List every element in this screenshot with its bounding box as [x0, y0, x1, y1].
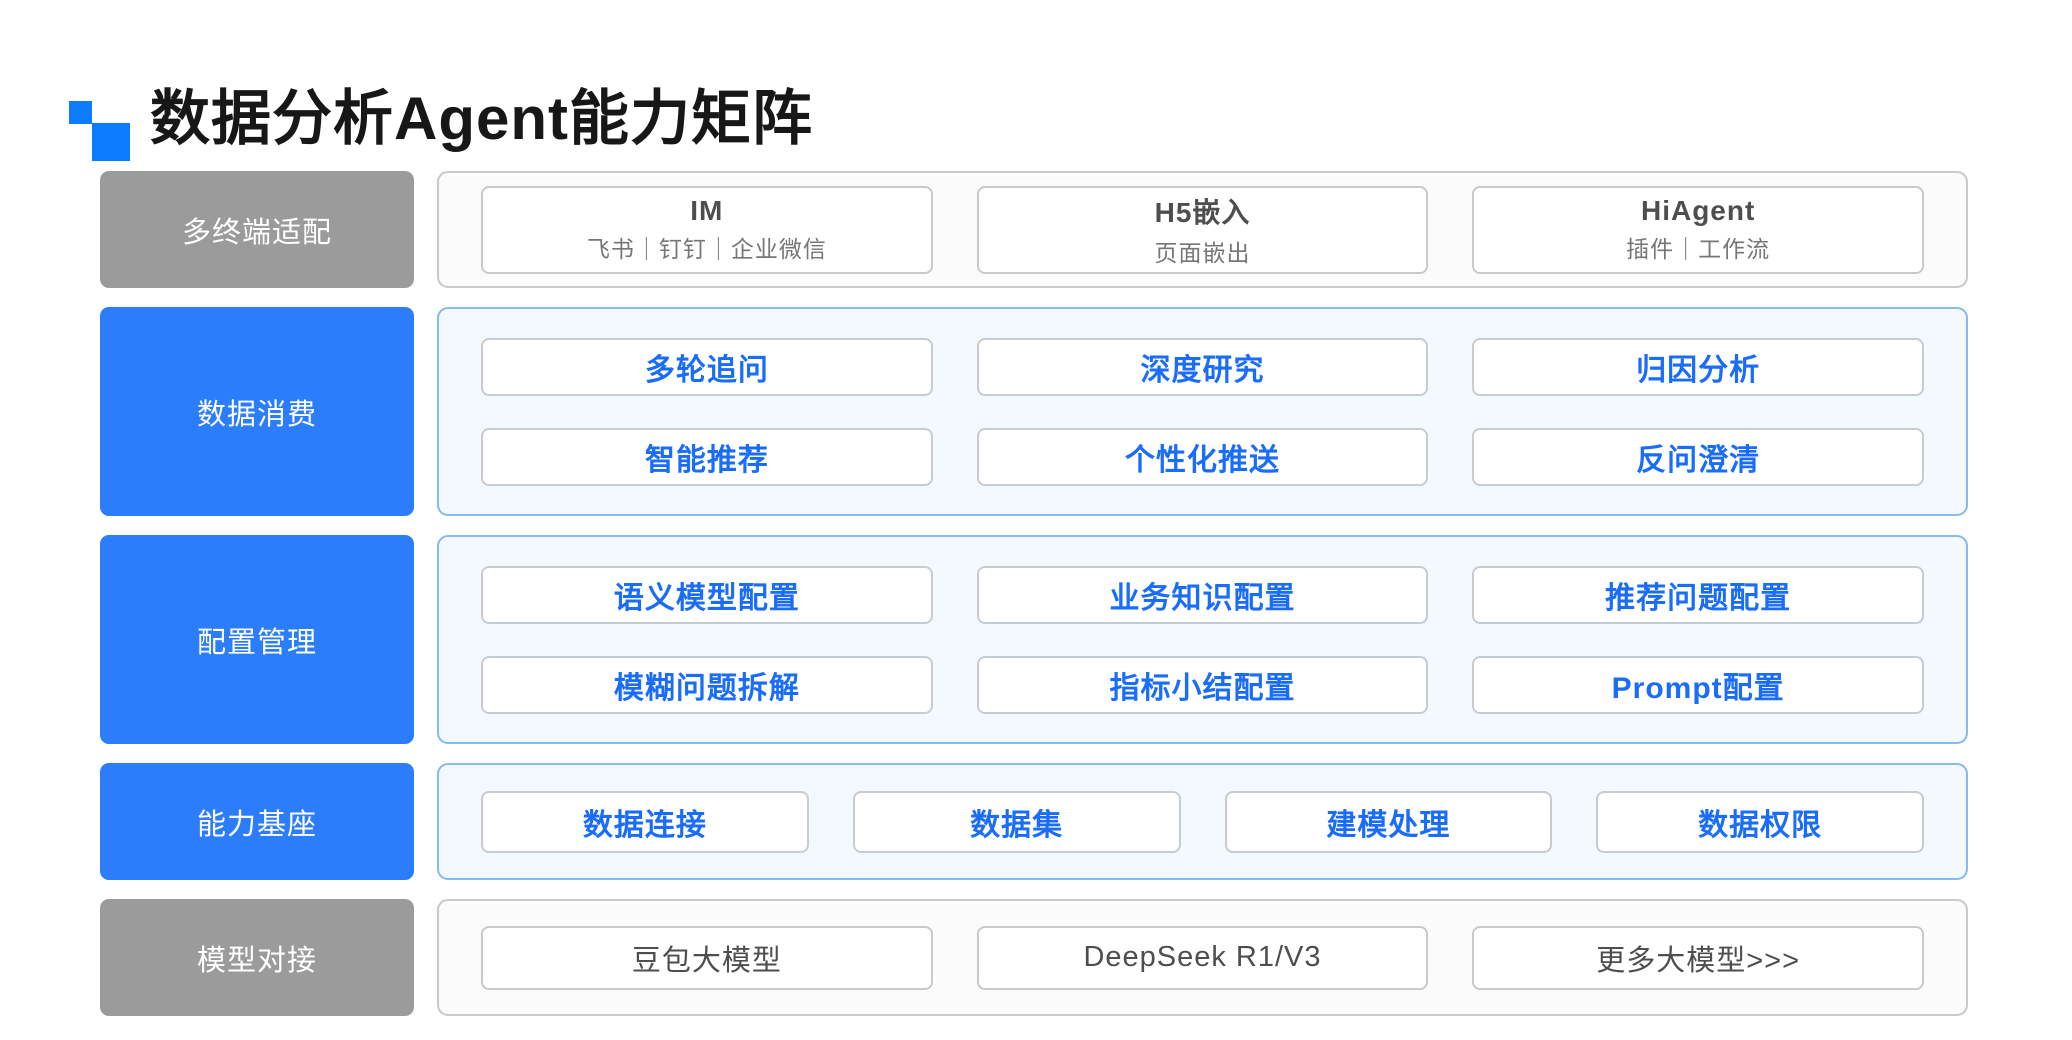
row-panel-config-management: 语义模型配置业务知识配置推荐问题配置模糊问题拆解指标小结配置 Prompt配置: [437, 535, 1968, 744]
row-capability-base: 能力基座 数据连接数据集建模处理数据权限: [100, 763, 1968, 880]
row-panel-model-integration: 豆包大模型 DeepSeek R1/V3 更多大模型>>>: [437, 899, 1968, 1016]
page-title: 数据分析Agent能力矩阵: [150, 85, 813, 152]
row-panel-data-consumption: 多轮追问深度研究归因分析智能推荐个性化推送反问澄清: [437, 307, 1968, 516]
feature-chip: 反问澄清: [1472, 427, 1924, 486]
feature-chip: 推荐问题配置: [1472, 565, 1924, 624]
feature-chip: Prompt配置: [1472, 655, 1924, 714]
row-data-consumption: 数据消费 多轮追问深度研究归因分析智能推荐个性化推送反问澄清: [100, 307, 1968, 516]
row-config-management: 配置管理 语义模型配置业务知识配置推荐问题配置模糊问题拆解指标小结配置 Promp…: [100, 535, 1968, 744]
row-label-multi-terminal: 多终端适配: [100, 171, 414, 288]
feature-chip: 语义模型配置: [481, 565, 933, 624]
feature-card-subtitle: 插件｜工作流: [1626, 236, 1771, 262]
feature-chip: 数据连接: [481, 790, 809, 853]
config-management-grid: 语义模型配置业务知识配置推荐问题配置模糊问题拆解指标小结配置 Prompt配置: [481, 565, 1924, 714]
logo: [69, 101, 131, 163]
feature-chip: 建模处理: [1224, 790, 1553, 853]
feature-chip: 指标小结配置: [976, 655, 1429, 714]
feature-chip: DeepSeek R1/V3: [976, 925, 1429, 990]
feature-card: HiAgent 插件｜工作流: [1472, 185, 1924, 274]
feature-chip: 模糊问题拆解: [481, 655, 933, 714]
row-label-config-management: 配置管理: [100, 535, 414, 744]
capability-base-grid: 数据连接数据集建模处理数据权限: [481, 790, 1924, 853]
logo-square-small-icon: [69, 101, 92, 124]
row-label-data-consumption: 数据消费: [100, 307, 414, 516]
feature-chip: 深度研究: [976, 337, 1429, 396]
multi-terminal-grid: IM 飞书｜钉钉｜企业微信 H5嵌入页面嵌出 HiAgent 插件｜工作流: [481, 185, 1924, 274]
feature-chip: 更多大模型>>>: [1472, 925, 1924, 990]
feature-card-subtitle: 页面嵌出: [1154, 240, 1251, 266]
row-label-capability-base: 能力基座: [100, 763, 414, 880]
feature-chip: 数据集: [852, 790, 1181, 853]
feature-chip: 多轮追问: [481, 337, 933, 396]
feature-chip: 业务知识配置: [976, 565, 1429, 624]
data-consumption-grid: 多轮追问深度研究归因分析智能推荐个性化推送反问澄清: [481, 337, 1924, 486]
feature-card: H5嵌入页面嵌出: [976, 185, 1429, 274]
feature-card-title: HiAgent: [1640, 195, 1756, 226]
feature-chip: 智能推荐: [481, 427, 933, 486]
feature-chip: 数据权限: [1596, 790, 1924, 853]
feature-chip: 豆包大模型: [481, 925, 933, 990]
feature-chip: 个性化推送: [976, 427, 1429, 486]
model-integration-grid: 豆包大模型 DeepSeek R1/V3 更多大模型>>>: [481, 925, 1924, 990]
feature-card-subtitle: 飞书｜钉钉｜企业微信: [586, 236, 827, 262]
feature-chip: 归因分析: [1472, 337, 1924, 396]
feature-card: IM 飞书｜钉钉｜企业微信: [481, 185, 933, 274]
feature-card-title: H5嵌入: [1154, 197, 1251, 228]
row-label-model-integration: 模型对接: [100, 899, 414, 1016]
logo-square-large-icon: [92, 123, 130, 161]
row-panel-multi-terminal: IM 飞书｜钉钉｜企业微信 H5嵌入页面嵌出 HiAgent 插件｜工作流: [437, 171, 1968, 288]
feature-card-title: IM: [690, 195, 724, 226]
row-multi-terminal: 多终端适配 IM 飞书｜钉钉｜企业微信 H5嵌入页面嵌出 HiAgent 插件｜工作流: [100, 171, 1968, 288]
row-model-integration: 模型对接 豆包大模型 DeepSeek R1/V3 更多大模型>>>: [100, 899, 1968, 1016]
row-panel-capability-base: 数据连接数据集建模处理数据权限: [437, 763, 1968, 880]
